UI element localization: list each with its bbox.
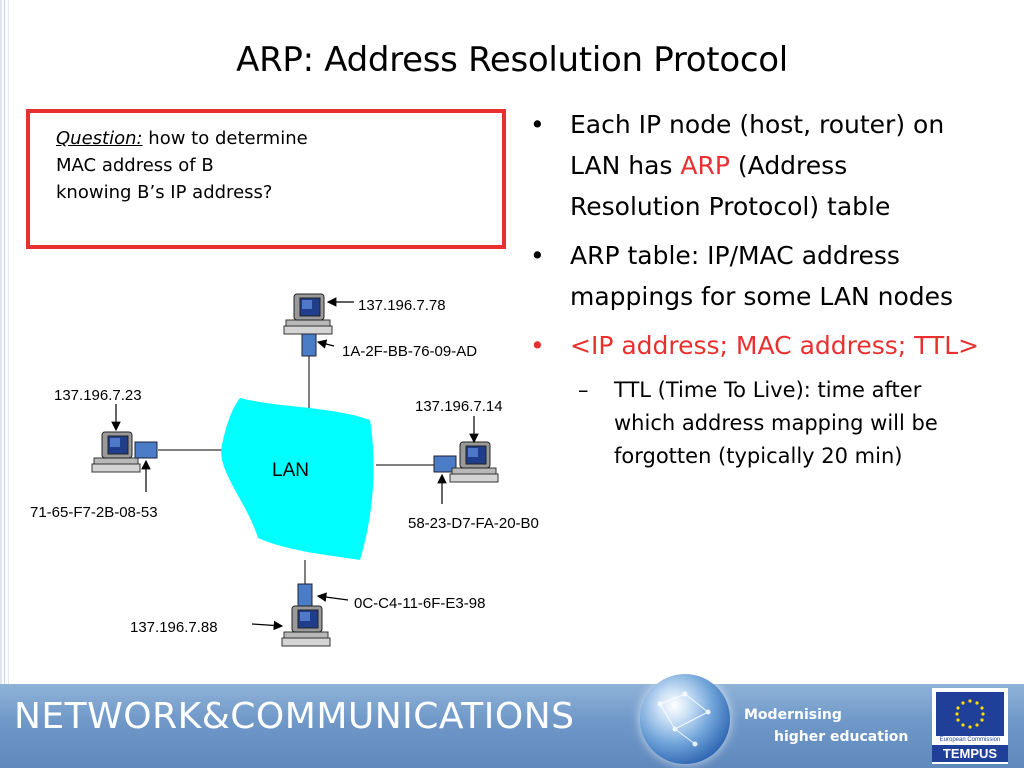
- bullet-dot-icon: •: [530, 110, 545, 139]
- slide-title: ARP: Address Resolution Protocol: [236, 40, 788, 80]
- question-text: Question: how to determine MAC address o…: [56, 125, 496, 206]
- bullet-item-entry-format: • <IP address; MAC address; TTL>: [530, 325, 980, 366]
- host-left-ip: 137.196.7.23: [54, 387, 142, 404]
- bullet-1-prefix: Each IP node (host, router) on LAN has: [570, 110, 945, 180]
- host-left-adapter: [134, 441, 158, 459]
- host-top-ip: 137.196.7.78: [358, 297, 446, 314]
- lan-cloud: [221, 398, 374, 560]
- bullet-1-highlight: ARP: [680, 151, 730, 180]
- host-right-adapter: [433, 455, 457, 473]
- host-top-computer-icon: [283, 293, 333, 335]
- sub-bullet-dash-icon: –: [578, 378, 589, 402]
- footer-brand-text: NETWORK&COMMUNICATIONS: [14, 696, 575, 737]
- bullet-dot-icon: •: [530, 241, 545, 270]
- modernising-tagline: Modernising higher education: [744, 704, 908, 748]
- host-top-mac: 1A-2F-BB-76-09-AD: [342, 343, 477, 360]
- bullet-3-text: <IP address; MAC address; TTL>: [570, 331, 980, 360]
- sub-bullet-text: TTL (Time To Live): time after which add…: [614, 378, 938, 468]
- question-line1: how to determine: [142, 128, 308, 149]
- bullet-1-suffix: (Address Resolution Protocol) table: [570, 151, 891, 221]
- host-top-adapter: [301, 333, 317, 357]
- host-bottom-ip-arrow: [251, 620, 284, 631]
- host-top-mac-arrow: [316, 339, 335, 349]
- left-decoration: [0, 0, 16, 684]
- eu-caption: European Commission: [939, 737, 1001, 743]
- bullet-item-arp-table: • Each IP node (host, router) on LAN has…: [530, 104, 980, 227]
- sub-bullet-ttl: – TTL (Time To Live): time after which a…: [530, 374, 980, 473]
- host-right-mac: 58-23-D7-FA-20-B0: [408, 515, 539, 532]
- question-line2: MAC address of B: [56, 155, 214, 176]
- host-bottom-adapter: [297, 583, 313, 607]
- host-right-ip: 137.196.7.14: [415, 398, 503, 415]
- bullet-dot-icon: •: [530, 331, 545, 360]
- host-bottom-mac: 0C-C4-11-6F-E3-98: [354, 595, 485, 612]
- question-line3: knowing B’s IP address?: [56, 182, 273, 203]
- question-label: Question:: [56, 128, 143, 149]
- tempus-label: TEMPUS: [932, 745, 1008, 762]
- tagline-line2: higher education: [774, 729, 909, 745]
- host-bottom-ip: 137.196.7.88: [130, 619, 218, 636]
- arp-network-diagram: LAN 137.196.7.78 1A-2F-BB-76-09-AD 137.1…: [30, 293, 539, 647]
- footer-banner: NETWORK&COMMUNICATIONS: [0, 684, 1024, 768]
- host-bottom-computer-icon: [281, 605, 331, 647]
- host-left-mac: 71-65-F7-2B-08-53: [30, 504, 158, 521]
- globe-network-lines-icon: [657, 691, 711, 747]
- bullet-item-mappings: • ARP table: IP/MAC address mappings for…: [530, 235, 980, 317]
- globe-logo-icon: [640, 674, 730, 764]
- tagline-line1: Modernising: [744, 707, 842, 723]
- eu-flag-icon: [936, 692, 1004, 736]
- host-left-computer-icon: [91, 431, 141, 473]
- question-box: Question: how to determine MAC address o…: [26, 109, 506, 249]
- lan-label: LAN: [272, 460, 309, 481]
- tempus-logo: European Commission TEMPUS: [932, 688, 1008, 764]
- bullet-2-text: ARP table: IP/MAC address mappings for s…: [570, 241, 954, 311]
- host-bottom-mac-arrow: [316, 592, 349, 602]
- host-right-computer-icon: [449, 441, 499, 483]
- bullet-list: • Each IP node (host, router) on LAN has…: [530, 104, 980, 473]
